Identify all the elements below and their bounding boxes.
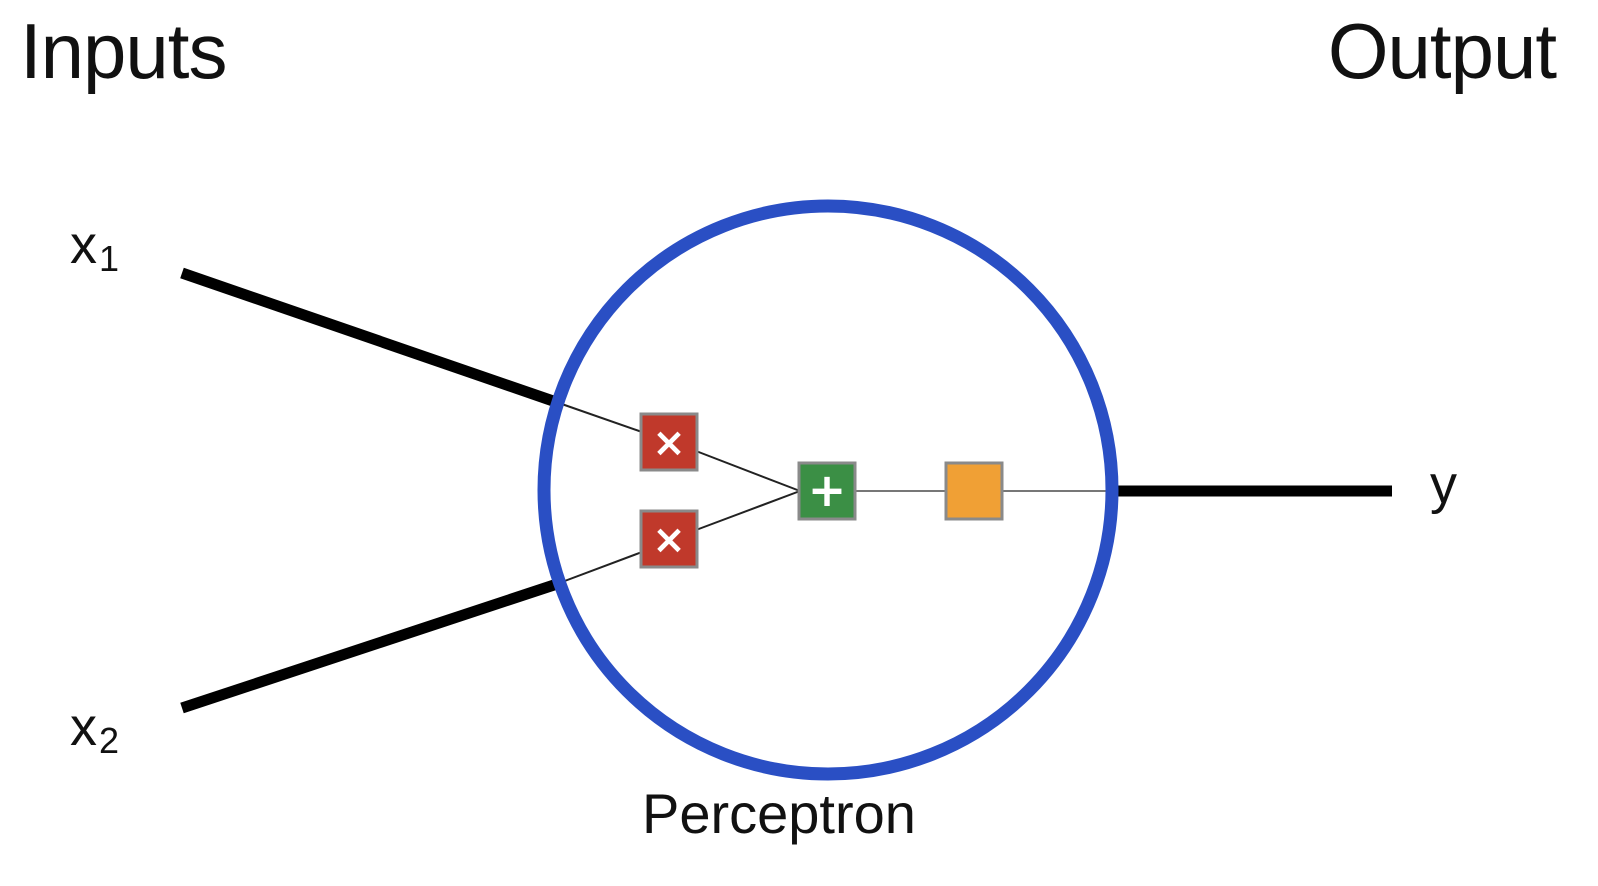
input-subscript: 2 [99,720,120,761]
inner-edge-multiply2-to-add [695,490,801,531]
inputs-heading: Inputs [20,7,227,95]
activation-node [944,461,1004,521]
input-symbol: x [70,697,97,757]
perceptron-caption: Perceptron [642,782,916,845]
neuron-circle [537,199,1119,781]
add-node: + [797,461,857,521]
multiply-node-2: × [639,509,699,569]
input-symbol: x [70,215,97,275]
input-edge-x2 [180,579,556,714]
inner-edge-x1-to-multiply [555,401,643,433]
input-label-x2: x2 [70,697,119,759]
add-glyph: + [808,463,847,517]
multiply-node-1: × [639,412,699,472]
inner-edge-x2-to-multiply [553,551,643,586]
output-label-y: y [1430,455,1457,515]
inner-edge-multiply1-to-add [695,450,801,492]
input-label-x1: x1 [70,215,119,277]
multiply-glyph: × [652,420,686,466]
output-heading: Output [1327,7,1557,95]
input-edge-x1 [180,267,558,408]
multiply-glyph: × [652,517,686,563]
input-subscript: 1 [99,238,120,279]
